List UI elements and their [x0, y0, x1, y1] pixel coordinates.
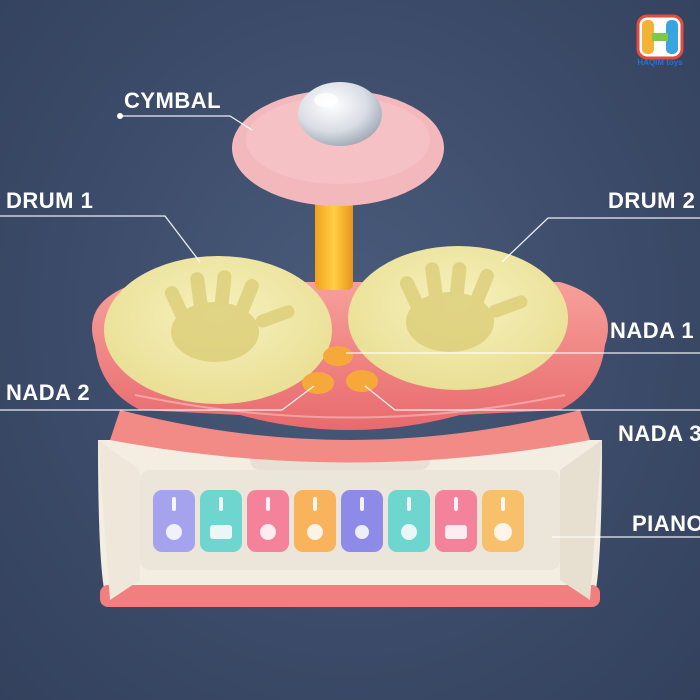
label-nada-3: NADA 3 [618, 421, 700, 446]
callout-lines [0, 115, 700, 538]
hand-print-1 [164, 270, 295, 362]
brand-logo-text: HAQIM toys [637, 58, 683, 67]
piano-key-6 [388, 490, 430, 552]
piano-key-1 [153, 490, 195, 552]
nada-button-3 [346, 370, 378, 392]
brand-logo-mark: H [636, 14, 684, 60]
label-cymbal: CYMBAL [124, 88, 222, 113]
label-drum-2: DRUM 2 [608, 188, 696, 213]
label-nada-2: NADA 2 [6, 380, 91, 405]
piano-keys [153, 490, 524, 552]
brand-logo: H HAQIM toys [632, 14, 688, 72]
piano-key-5 [341, 490, 383, 552]
piano-key-3 [247, 490, 289, 552]
hand-print-2 [399, 262, 528, 352]
label-drum-1: DRUM 1 [6, 188, 94, 213]
label-piano: PIANO [632, 511, 700, 536]
piano-key-4 [294, 490, 336, 552]
label-nada-1: NADA 1 [610, 318, 695, 343]
nada-button-1 [323, 346, 353, 366]
piano-key-8 [482, 490, 524, 552]
cymbal-dome [298, 82, 382, 146]
cymbal-pole [315, 200, 353, 290]
